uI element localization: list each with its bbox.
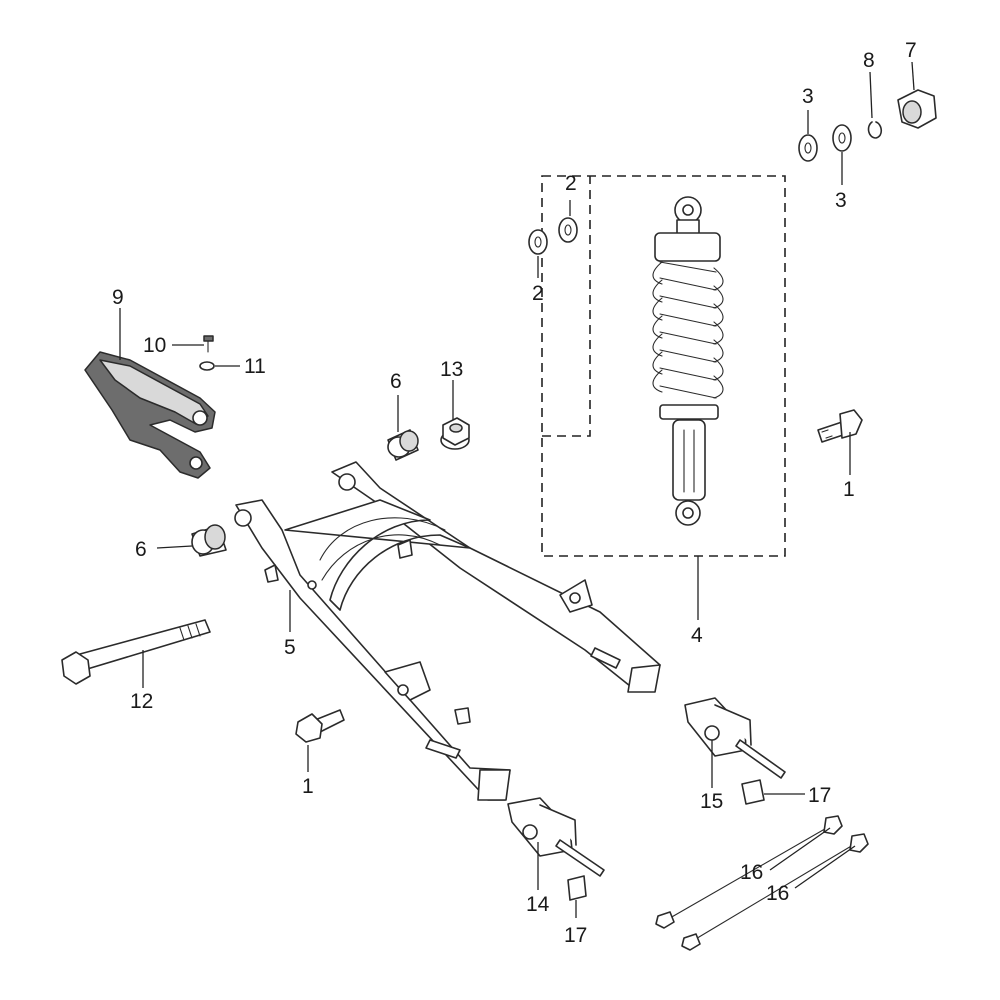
callout-3-upper: 3 xyxy=(802,85,814,108)
callout-6-lower: 6 xyxy=(135,538,147,561)
callout-11: 11 xyxy=(244,355,266,378)
callout-17-right: 17 xyxy=(808,784,831,807)
callout-1-lower: 1 xyxy=(302,775,314,798)
pivot-bolt-part xyxy=(61,619,211,685)
callout-7: 7 xyxy=(905,39,917,62)
adjuster-plate-part-right xyxy=(741,779,765,805)
callout-15: 15 xyxy=(700,790,723,813)
axle-stud-part-lower xyxy=(681,833,869,951)
callout-2-lower: 2 xyxy=(532,282,544,305)
leader-line-16a xyxy=(769,827,831,871)
callout-5: 5 xyxy=(284,636,296,659)
lock-washer-part xyxy=(867,121,883,139)
callout-17-lower: 17 xyxy=(564,924,587,947)
washer-3-right xyxy=(832,124,852,152)
adjuster-plate-part-left xyxy=(567,875,587,901)
washer-3-left xyxy=(798,134,818,162)
callout-13: 13 xyxy=(440,358,463,381)
callout-16-lower: 16 xyxy=(766,882,789,905)
callout-4: 4 xyxy=(691,624,703,647)
callout-8: 8 xyxy=(863,49,875,72)
washer-part xyxy=(199,361,215,371)
callout-16-upper: 16 xyxy=(740,861,763,884)
leader-line-8 xyxy=(869,71,873,119)
callout-1-upper: 1 xyxy=(843,478,855,501)
leader-line-7 xyxy=(911,61,915,91)
swingarm-part xyxy=(234,461,661,801)
bushing-part-upper xyxy=(387,429,419,461)
flange-bolt-part-upper xyxy=(817,409,863,443)
chain-guide-part xyxy=(84,351,216,479)
chain-adjuster-part-left xyxy=(507,797,605,877)
acorn-nut-part xyxy=(897,89,937,129)
flange-bolt-part-lower xyxy=(295,709,345,743)
washer-2-lower xyxy=(528,229,548,255)
callout-6-upper: 6 xyxy=(390,370,402,393)
callout-9: 9 xyxy=(112,286,124,309)
callout-12: 12 xyxy=(130,690,153,713)
callout-2-upper: 2 xyxy=(565,172,577,195)
screw-part xyxy=(203,335,214,353)
flange-nut-part xyxy=(440,417,470,450)
callout-10: 10 xyxy=(143,334,166,357)
callout-14: 14 xyxy=(526,893,550,916)
washer-2-upper xyxy=(558,217,578,243)
leader-line-16b xyxy=(794,845,856,889)
shock-absorber-part xyxy=(652,196,724,526)
leader-line-6b xyxy=(156,545,193,549)
shock-box-notch xyxy=(542,176,591,437)
bushing-part-lower xyxy=(191,524,227,557)
shock-assembly-dashed-box xyxy=(541,175,786,557)
chain-adjuster-part-right xyxy=(684,697,786,779)
callout-3-lower: 3 xyxy=(835,189,847,212)
